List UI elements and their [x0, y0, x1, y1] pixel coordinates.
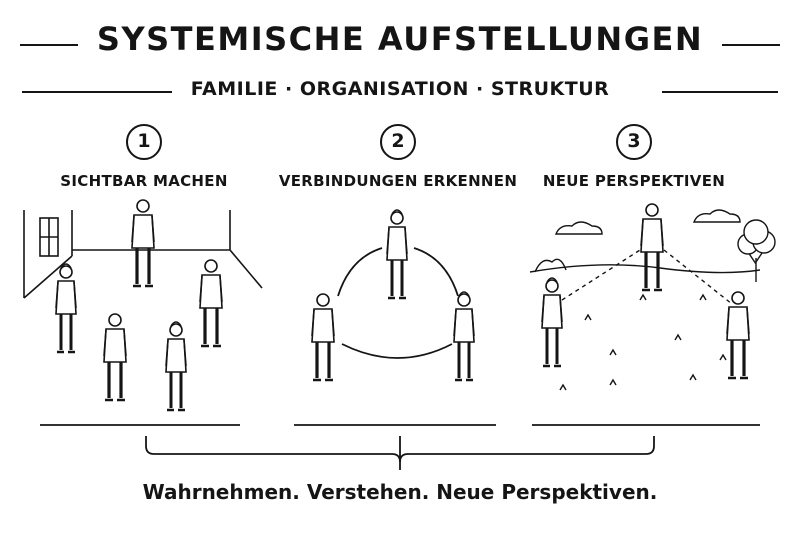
- person-figure: [54, 262, 78, 354]
- subtitle-rule-left: [22, 91, 172, 93]
- landscape-scene: [529, 209, 776, 391]
- person-figure: [385, 208, 409, 300]
- person-figure: [725, 290, 751, 380]
- page-subtitle: FAMILIE · ORGANISATION · STRUKTUR: [190, 78, 610, 100]
- person-figure: [164, 320, 188, 412]
- step-3-number: 3: [616, 124, 652, 160]
- person-figure: [540, 276, 564, 368]
- tagline: Wahrnehmen. Verstehen. Neue Perspektiven…: [142, 480, 658, 504]
- bracket-connector: [40, 424, 760, 470]
- person-figure: [452, 290, 476, 382]
- person-figure: [639, 202, 665, 292]
- person-figure: [102, 312, 128, 402]
- title-rule-right: [722, 44, 780, 46]
- person-figure: [130, 198, 156, 288]
- title-rule-left: [20, 44, 78, 46]
- person-figure: [310, 292, 336, 382]
- step-3-label: NEUE PERSPEKTIVEN: [542, 172, 726, 190]
- step-1-label: SICHTBAR MACHEN: [60, 172, 228, 190]
- page-title: SYSTEMISCHE AUFSTELLUNGEN: [96, 20, 704, 58]
- subtitle-rule-right: [662, 91, 778, 93]
- person-figure: [198, 258, 224, 348]
- step-2-label: VERBINDUNGEN ERKENNEN: [278, 172, 518, 190]
- room-scene: [23, 210, 263, 299]
- connection-arc: [337, 247, 459, 359]
- step-2-number: 2: [380, 124, 416, 160]
- step-1-number: 1: [126, 124, 162, 160]
- perspective-lines: [561, 249, 733, 305]
